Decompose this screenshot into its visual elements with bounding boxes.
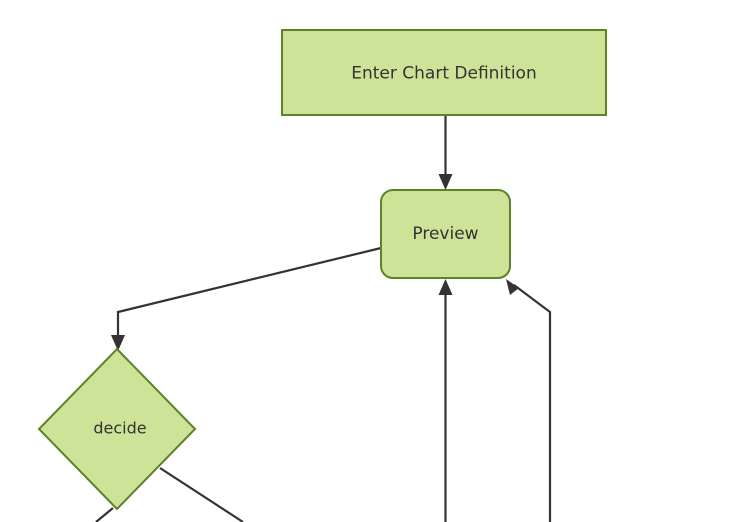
- arrow-head-icon: [111, 335, 125, 351]
- edge-line: [116, 246, 382, 342]
- node-shape-rounded-rectangle[interactable]: [380, 189, 511, 279]
- node-label-enter-chart-definition: Enter Chart Definition: [351, 64, 536, 84]
- edge-line: [95, 507, 114, 522]
- arrow-head-icon: [506, 279, 519, 295]
- arrow-head-icon: [438, 174, 453, 190]
- arrow-head-icon: [438, 279, 453, 295]
- edge-bottom-right-to-preview: [506, 279, 552, 522]
- node-shape-diamond[interactable]: [37, 347, 197, 511]
- edge-line: [513, 284, 552, 522]
- node-label-preview: Preview: [412, 224, 478, 244]
- node-label-decide: decide: [93, 419, 146, 438]
- edge-line: [159, 467, 244, 522]
- edge-bottom-center-to-preview: [438, 279, 453, 522]
- node-decide[interactable]: decide: [37, 347, 197, 511]
- edge-enter-to-preview: [438, 115, 453, 190]
- node-shape-rectangle[interactable]: [281, 29, 607, 116]
- node-preview[interactable]: Preview: [380, 189, 511, 279]
- edge-decide-out-right: [159, 467, 244, 522]
- edge-preview-to-decide: [111, 246, 382, 351]
- edge-decide-out-left: [95, 507, 114, 522]
- node-enter-chart-definition[interactable]: Enter Chart Definition: [281, 29, 607, 116]
